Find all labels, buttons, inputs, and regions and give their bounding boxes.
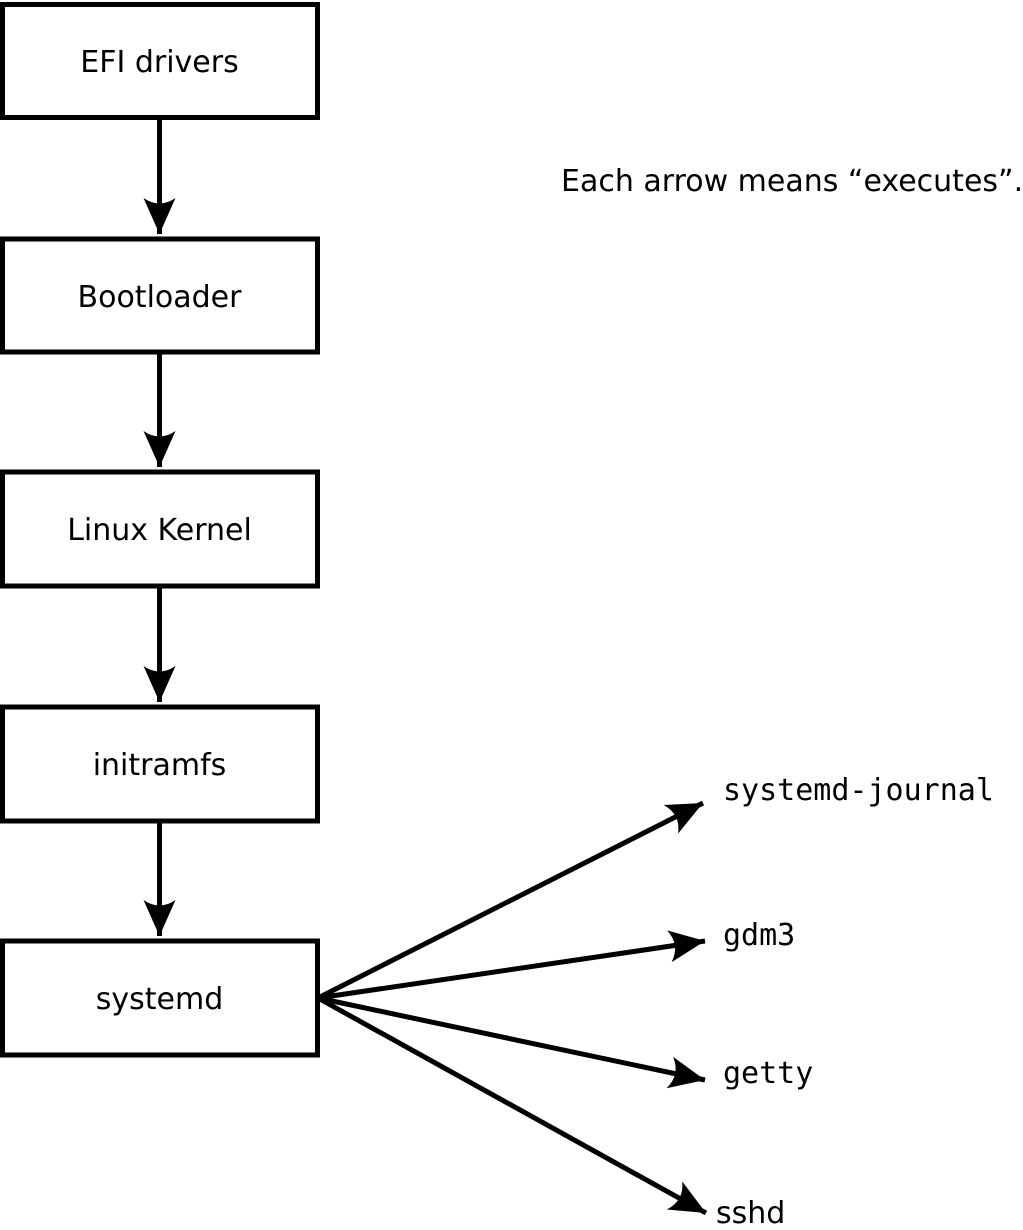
arrow-systemd-to-systemd-journal	[316, 800, 705, 1001]
efi-drivers-box	[0, 2, 320, 120]
arrow-meaning-note: Each arrow means “executes”.	[561, 164, 1023, 199]
node-bootloader: Bootloader	[0, 236, 320, 355]
sshd-label: sshd	[716, 1196, 785, 1230]
node-systemd: systemd	[0, 938, 320, 1058]
systemd-journal-label: systemd-journal	[723, 773, 994, 808]
initramfs-box	[0, 704, 320, 824]
initramfs-label: initramfs	[93, 748, 227, 783]
bootloader-box	[0, 236, 320, 355]
node-linux-kernel: Linux Kernel	[0, 469, 320, 589]
bootloader-label: Bootloader	[78, 280, 243, 315]
arrow-systemd-to-getty	[317, 995, 706, 1089]
node-initramfs: initramfs	[0, 704, 320, 824]
efi-drivers-label: EFI drivers	[80, 45, 238, 80]
arrow-systemd-to-gdm3	[317, 930, 706, 1001]
node-efi-drivers: EFI drivers	[0, 2, 320, 120]
linux-kernel-box	[0, 469, 320, 589]
systemd-box	[0, 938, 320, 1058]
linux-kernel-label: Linux Kernel	[67, 513, 252, 548]
getty-label: getty	[723, 1056, 813, 1091]
arrow-systemd-to-sshd	[316, 995, 708, 1216]
gdm3-label: gdm3	[723, 918, 795, 953]
systemd-label: systemd	[96, 982, 224, 1017]
